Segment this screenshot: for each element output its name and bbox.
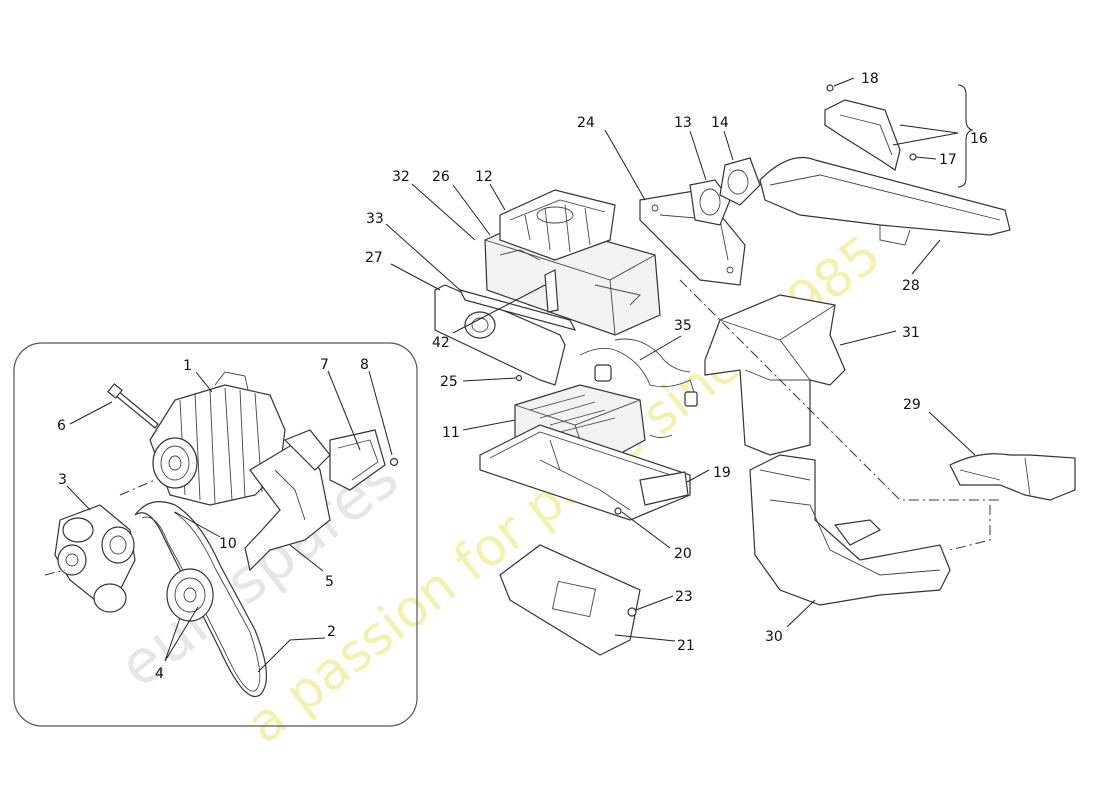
- callout-27: 27: [365, 250, 383, 266]
- callout-1: 1: [183, 358, 192, 374]
- callout-32: 32: [392, 169, 410, 185]
- callouts: 1 2 3 4 5 6 7 8 10 11 12 13 14 16 17 18 …: [57, 71, 988, 682]
- callout-28: 28: [902, 278, 920, 294]
- callout-18: 18: [861, 71, 879, 87]
- bracket-brace-16: [957, 84, 974, 188]
- callout-11: 11: [442, 425, 460, 441]
- callout-25: 25: [440, 374, 458, 390]
- callout-42: 42: [432, 335, 450, 351]
- callout-20: 20: [674, 546, 692, 562]
- callout-7: 7: [320, 357, 329, 373]
- callout-16: 16: [970, 131, 988, 147]
- callout-6: 6: [57, 418, 66, 434]
- callout-8: 8: [360, 357, 369, 373]
- callout-12: 12: [475, 169, 493, 185]
- callout-4: 4: [155, 666, 164, 682]
- callout-31: 31: [902, 325, 920, 341]
- callout-10: 10: [219, 536, 237, 552]
- leader-lines: [66, 77, 976, 673]
- callout-30: 30: [765, 629, 783, 645]
- callout-21: 21: [677, 638, 695, 654]
- callout-24: 24: [577, 115, 595, 131]
- callout-3: 3: [58, 472, 67, 488]
- main-assembly: [434, 84, 1076, 656]
- callout-14: 14: [711, 115, 729, 131]
- callout-35: 35: [674, 318, 692, 334]
- callout-2: 2: [327, 624, 336, 640]
- callout-23: 23: [675, 589, 693, 605]
- callout-19: 19: [713, 465, 731, 481]
- callout-26: 26: [432, 169, 450, 185]
- alternator-assembly: [44, 371, 399, 698]
- callout-17: 17: [939, 152, 957, 168]
- callout-33: 33: [366, 211, 384, 227]
- callout-5: 5: [325, 574, 334, 590]
- inset-frame: [13, 342, 418, 727]
- callout-13: 13: [674, 115, 692, 131]
- callout-29: 29: [903, 397, 921, 413]
